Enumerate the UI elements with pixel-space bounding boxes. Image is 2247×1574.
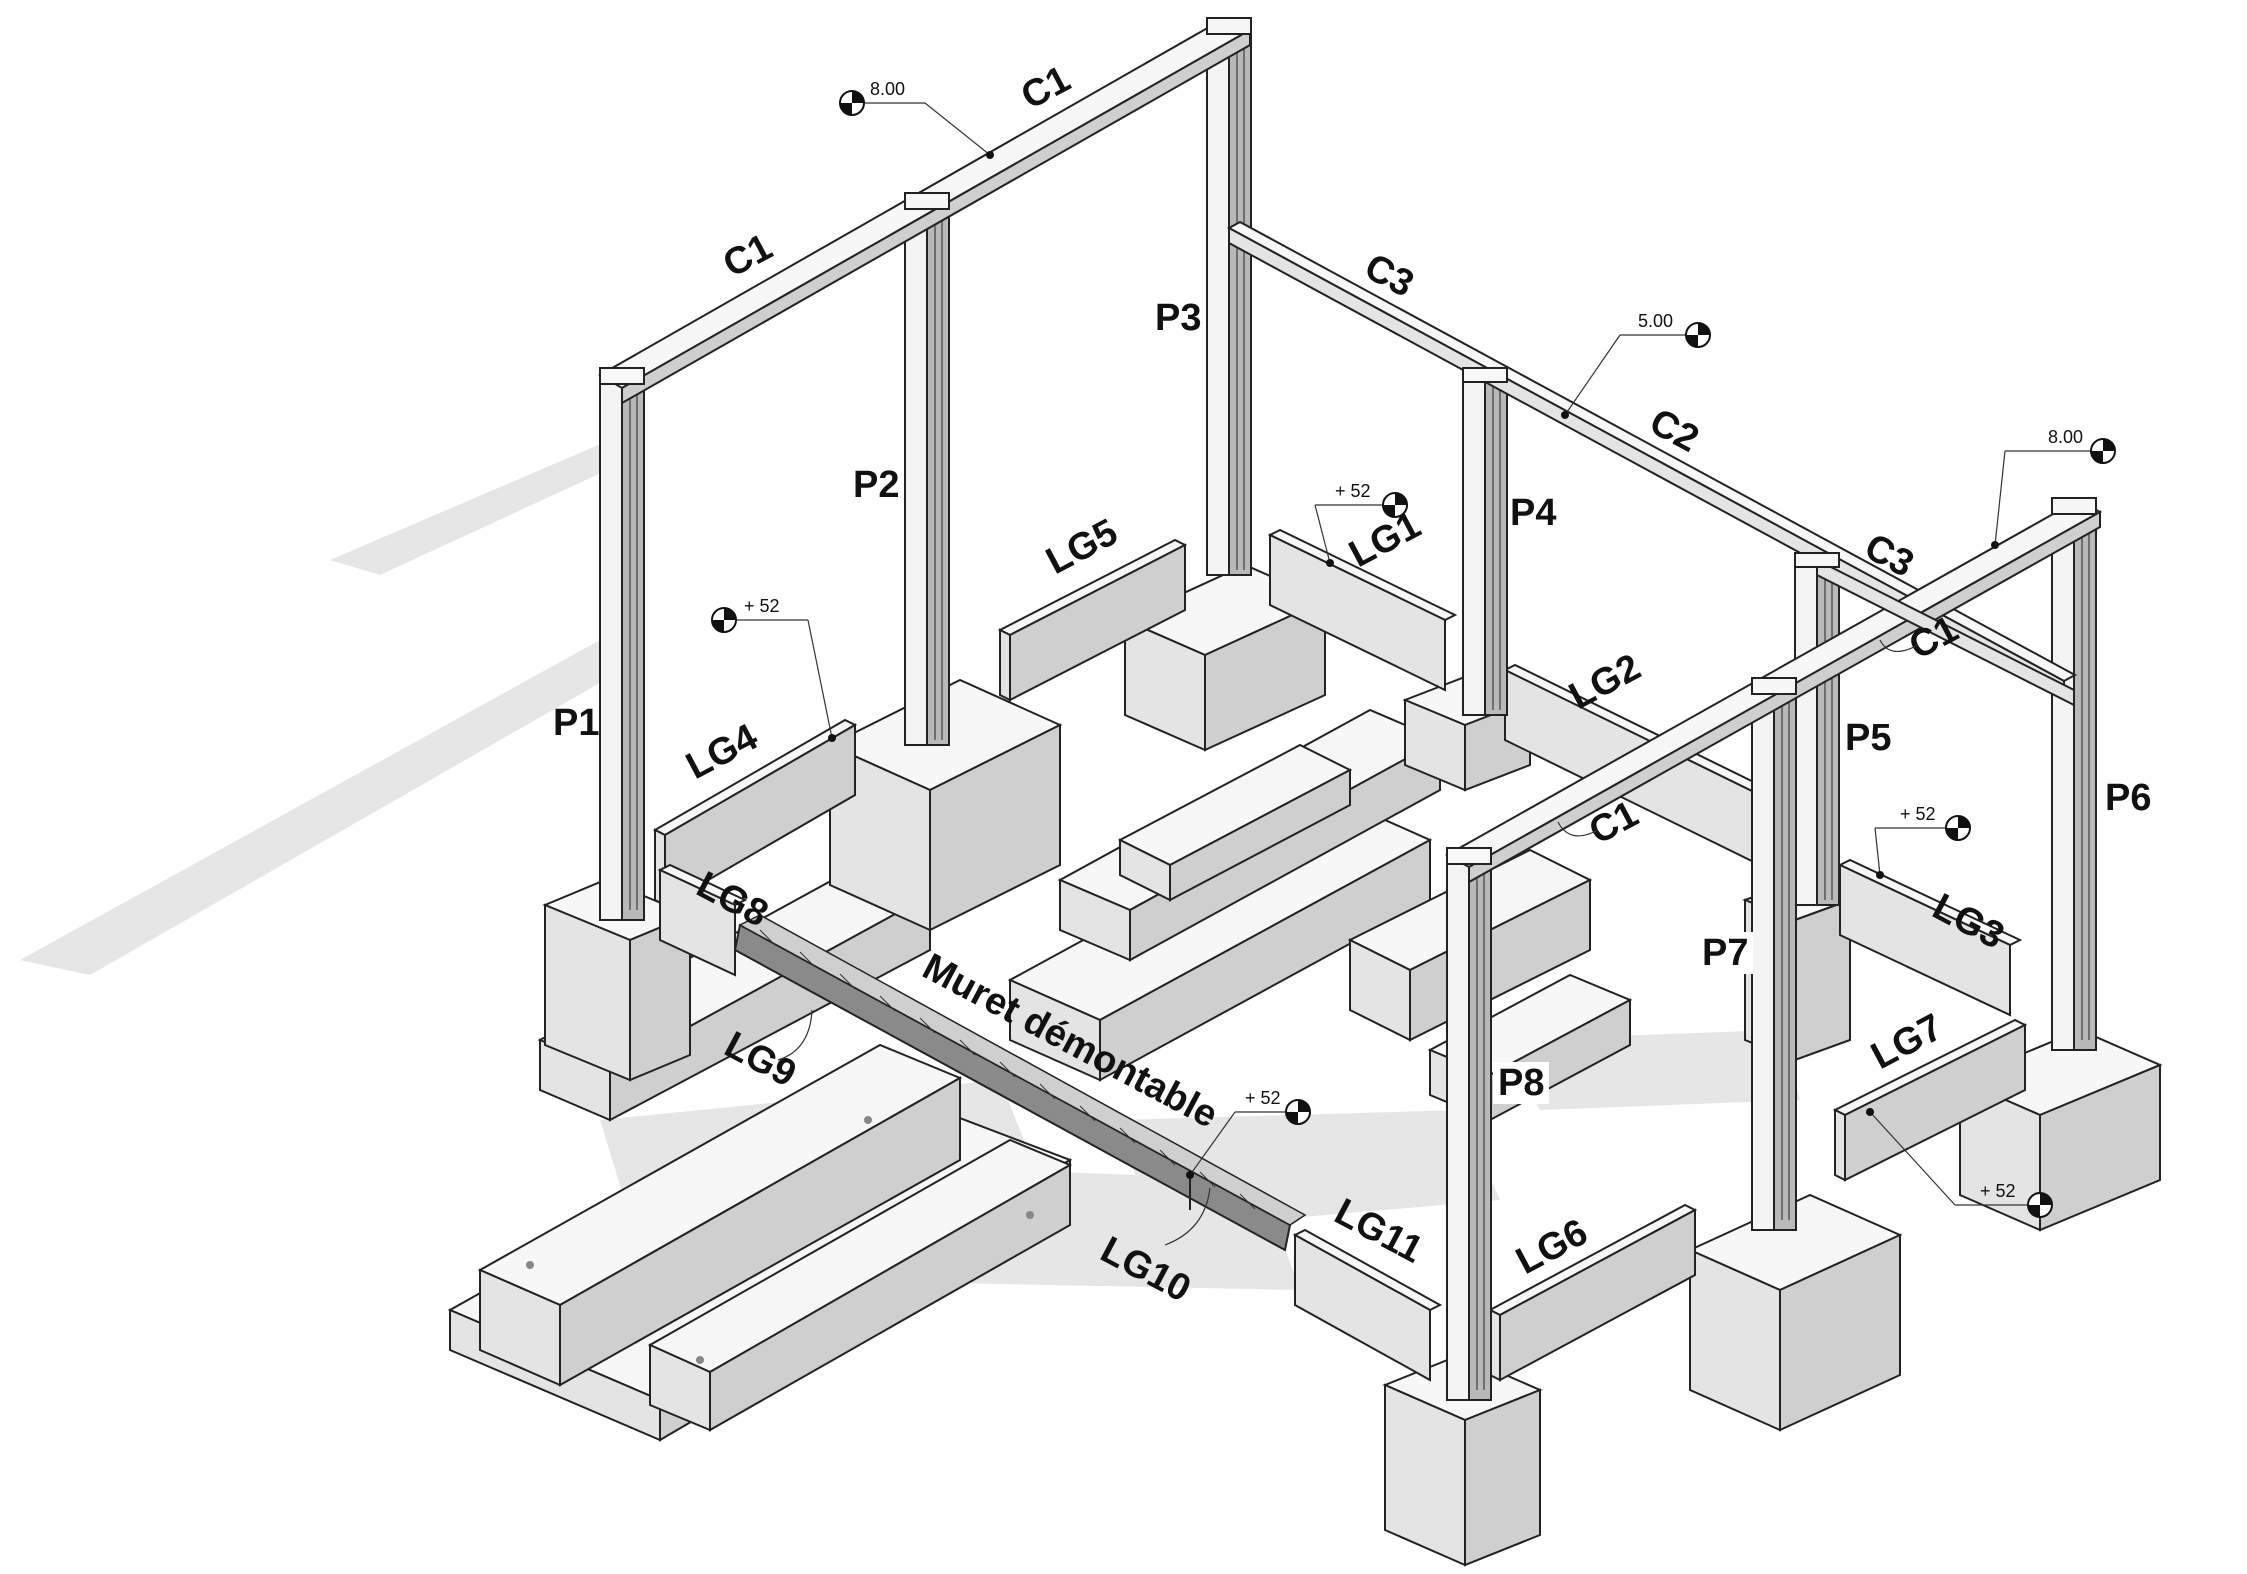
elevation-label-e6: + 52 [1900,804,1936,824]
elevation-label-e5: + 52 [744,596,780,616]
column-p5 [1794,559,1840,906]
column-p2 [904,199,950,746]
column-p4 [1462,374,1508,716]
column-p1 [599,374,645,921]
elevation-label-e1: 8.00 [870,79,905,99]
elevation-label-e4: + 52 [1335,481,1371,501]
elevation-marker-e7: + 52 [1186,1088,1311,1179]
elevation-label-e8: + 52 [1980,1181,2016,1201]
elevation-marker-e5: + 52 [711,596,836,742]
concrete-base [447,563,2163,1567]
elevation-marker-e2: 5.00 [1561,311,1711,419]
elevation-label-e2: 5.00 [1638,311,1673,331]
column-labels: P1 P2 P3 P4 P5 P6 P7 P8 [553,297,2151,1104]
column-p6 [2051,504,2097,1051]
column-p8 [1446,854,1492,1401]
label-p8: P8 [1498,1062,1544,1104]
label-p2: P2 [853,464,899,506]
label-p3: P3 [1155,297,1201,339]
elevation-label-e7: + 52 [1245,1088,1281,1108]
label-p5: P5 [1845,717,1891,759]
label-lg1: LG1 [1343,504,1428,576]
column-p7 [1751,684,1797,1231]
elevation-marker-e1: 8.00 [839,79,994,159]
elevation-marker-e8: + 52 [1866,1108,2053,1218]
removable-wall [733,914,1307,1252]
column-p3 [1206,29,1252,576]
elevation-markers: 8.00 5.00 8.00 [711,79,2116,1218]
label-p7: P7 [1702,932,1748,974]
label-p4: P4 [1510,492,1556,534]
label-p1: P1 [553,702,599,744]
elevation-marker-e4: + 52 [1314,481,1408,567]
lintels [652,528,2028,1382]
elevation-marker-e3: 8.00 [1991,427,2116,549]
label-p6: P6 [2105,777,2151,819]
elevation-marker-e6: + 52 [1874,804,1971,879]
beams [598,16,2103,884]
elevation-label-e3: 8.00 [2048,427,2083,447]
